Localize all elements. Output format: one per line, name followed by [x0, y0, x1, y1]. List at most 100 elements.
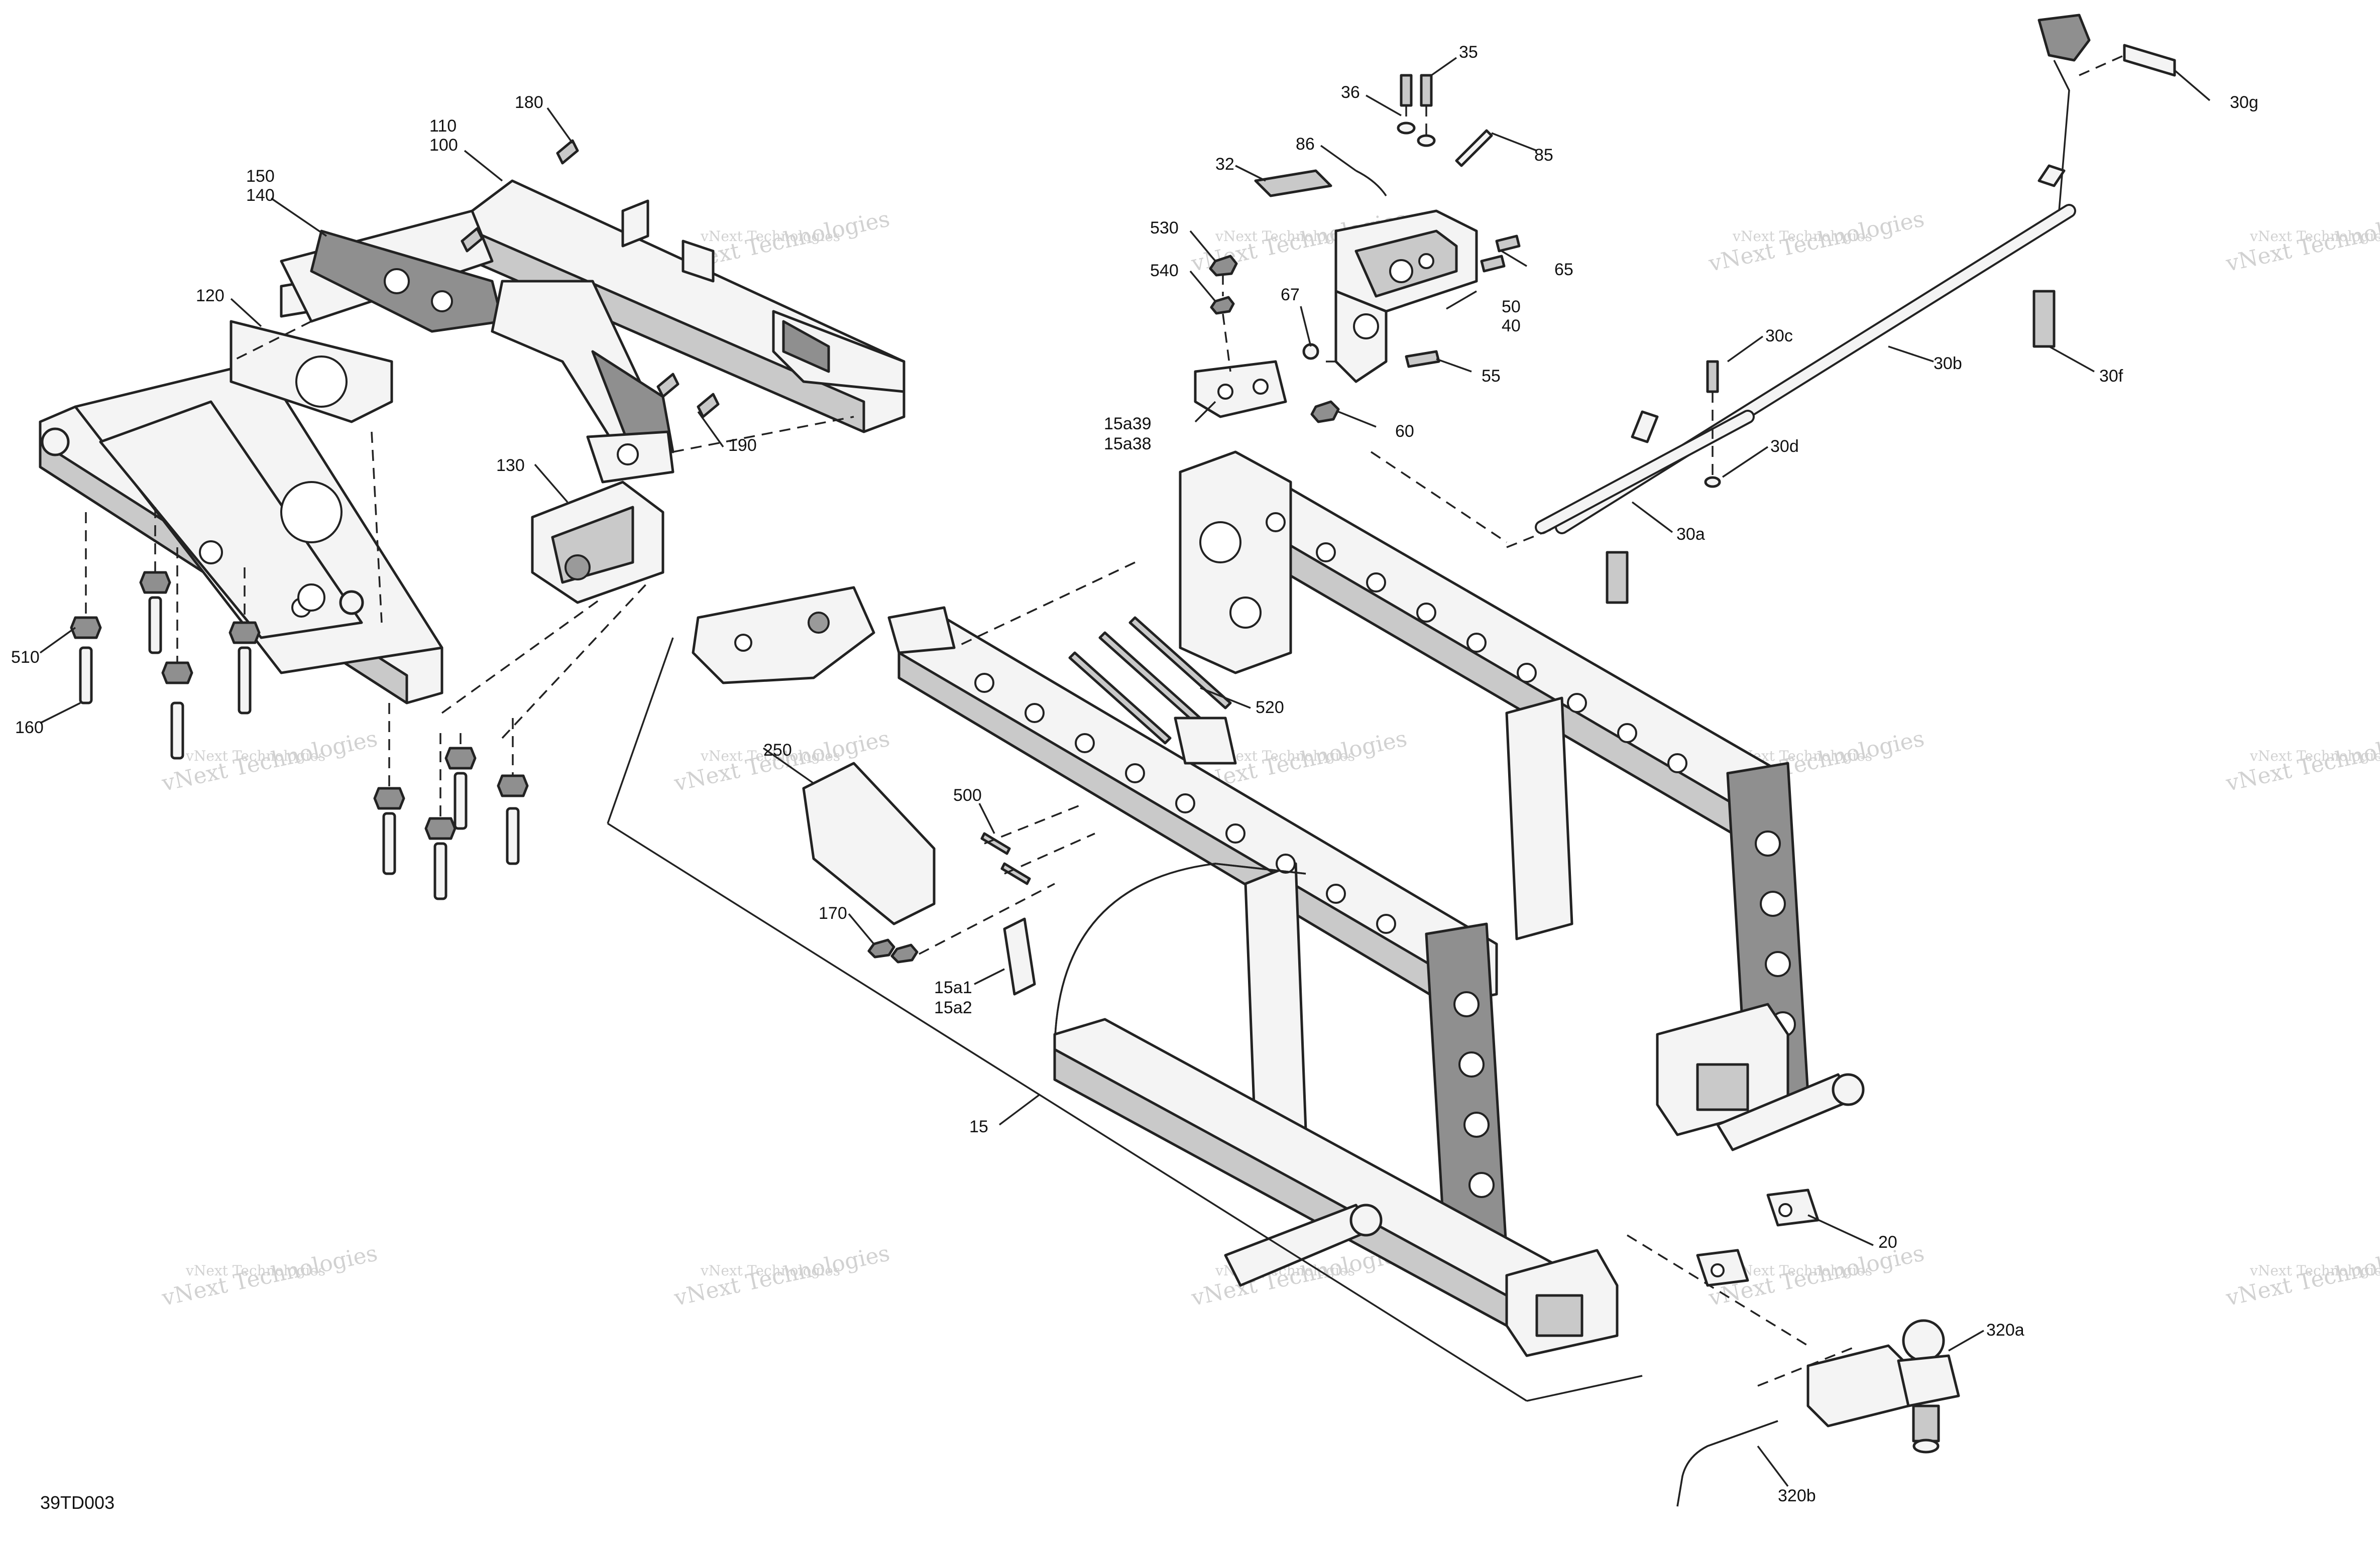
gusset-plate — [99, 400, 363, 639]
plate-15a39 — [1194, 360, 1287, 418]
callout-labels: 180 110 100 150 140 120 130 190 510 160 … — [11, 43, 2258, 1505]
bracket-15a1 — [1003, 917, 1036, 996]
watermark: vNext Technologies vNext Technologies — [159, 726, 380, 796]
hook — [2037, 164, 2066, 187]
rear-plate — [1179, 450, 1292, 674]
svg-text:vNext Technologies: vNext Technologies — [2223, 1240, 2380, 1311]
pivot-bushing — [339, 590, 364, 615]
leader-lines — [39, 57, 2211, 1487]
frame-outline — [607, 637, 1643, 1402]
callout-150: 150 — [246, 167, 275, 186]
callout-15a1: 15a1 — [934, 978, 972, 997]
screw-35 — [1420, 74, 1433, 107]
callout-40: 40 — [1502, 316, 1521, 335]
watermark: vNext Technologies vNext Technologies — [2223, 1240, 2380, 1311]
svg-text:vNext Technologies: vNext Technologies — [1732, 1262, 1872, 1279]
svg-text:vNext Technologies: vNext Technologies — [2223, 206, 2380, 277]
watermark: vNext Technologies vNext Technologies — [159, 1240, 380, 1311]
subframe-assembly — [39, 139, 905, 704]
nut — [229, 621, 261, 644]
upright-right-rear — [1505, 696, 1573, 940]
callout-540: 540 — [1150, 261, 1179, 280]
alignment-lines-subframe — [85, 320, 854, 818]
spring-30a — [1606, 551, 1629, 604]
tab-520 — [1174, 717, 1237, 765]
nut — [373, 787, 405, 810]
upper-bracket-assembly — [1194, 74, 1521, 423]
svg-text:vNext Technologies: vNext Technologies — [2223, 726, 2380, 796]
screw-30c — [1706, 360, 1719, 393]
hook — [1631, 410, 1659, 443]
callout-67: 67 — [1281, 285, 1300, 304]
hitch-ball — [1902, 1319, 1945, 1362]
svg-text:vNext Technologies: vNext Technologies — [2249, 228, 2380, 245]
callout-520: 520 — [1256, 698, 1284, 717]
callout-15: 15 — [969, 1117, 988, 1136]
bolt-65 — [1495, 234, 1521, 253]
callout-32: 32 — [1215, 155, 1234, 174]
bracket-face — [782, 320, 830, 373]
callout-15a39: 15a39 — [1104, 414, 1152, 433]
nut — [424, 817, 457, 840]
lever-arm — [2053, 60, 2070, 211]
spring-clip-86 — [1355, 170, 1387, 196]
bolt-180 — [556, 139, 579, 165]
watermark: vNext Technologies vNext Technologies — [1706, 206, 1926, 277]
nut — [139, 571, 171, 594]
callout-15a38: 15a38 — [1104, 434, 1152, 453]
callout-160: 160 — [15, 718, 44, 737]
bolt-520 — [1128, 616, 1232, 709]
callout-250: 250 — [763, 741, 792, 760]
plate-hole — [280, 481, 343, 543]
lever-rod-assembly — [1506, 14, 2176, 604]
nut-170 — [867, 938, 895, 959]
bolt-65 — [1480, 255, 1506, 273]
spring-30f — [2032, 290, 2056, 348]
watermark: vNext Technologies vNext Technologies — [671, 1240, 892, 1311]
screw-36 — [1400, 74, 1413, 107]
callout-30g: 30g — [2230, 93, 2258, 112]
callout-530: 530 — [1150, 218, 1179, 238]
bolt — [461, 227, 484, 253]
rail-holes — [974, 512, 1796, 1198]
svg-text:vNext Technologies: vNext Technologies — [2249, 748, 2380, 764]
nut-530 — [1209, 255, 1238, 277]
lever-knob — [2037, 14, 2091, 62]
nut — [444, 747, 477, 770]
plate-hole — [199, 540, 223, 564]
bolt-55 — [1405, 350, 1440, 368]
bracket-30g — [2123, 44, 2176, 77]
bolt-190 — [656, 373, 679, 398]
hitch-plate-20 — [1766, 1189, 1820, 1227]
nut-60 — [1310, 400, 1340, 423]
watermark-text: vNext Technologies — [700, 228, 840, 245]
callout-110: 110 — [429, 116, 457, 136]
callout-140: 140 — [246, 186, 275, 205]
callout-60: 60 — [1395, 422, 1414, 441]
callout-120: 120 — [196, 286, 224, 305]
diagram-reference-code: 39TD003 — [40, 1492, 115, 1513]
callout-130: 130 — [496, 456, 525, 475]
svg-text:vNext Technologies: vNext Technologies — [185, 748, 325, 764]
pad-32 — [1254, 169, 1332, 197]
callout-100: 100 — [429, 136, 458, 155]
nut-170 — [890, 943, 919, 964]
callout-190: 190 — [728, 436, 757, 455]
stud-160 — [79, 646, 93, 704]
svg-text:vNext Technologies: vNext Technologies — [185, 1262, 325, 1279]
shield-250 — [802, 762, 936, 925]
callout-50: 50 — [1502, 297, 1521, 316]
callout-180: 180 — [515, 93, 543, 112]
svg-text:vNext Technologies: vNext Technologies — [2249, 1262, 2380, 1279]
callout-36: 36 — [1341, 83, 1360, 102]
callout-15a2: 15a2 — [934, 998, 972, 1017]
svg-text:vNext Technologies: vNext Technologies — [1215, 228, 1355, 245]
callout-55: 55 — [1482, 367, 1501, 386]
nut — [161, 661, 193, 684]
bolt-190 — [697, 393, 720, 418]
callout-170: 170 — [819, 904, 847, 923]
stud — [148, 596, 162, 654]
bolt-520 — [1068, 651, 1172, 745]
